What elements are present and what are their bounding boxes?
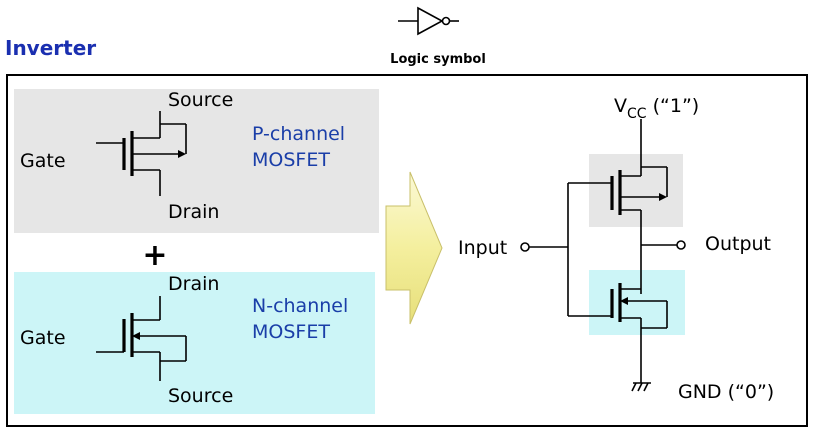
main-frame xyxy=(6,74,808,427)
right-arrow-icon xyxy=(385,171,443,325)
input-label: Input xyxy=(458,237,507,259)
nmos-drain-label: Drain xyxy=(168,273,219,295)
logic-symbol-not-gate xyxy=(398,6,459,36)
nmos-type-line1: N-channel xyxy=(252,295,348,317)
nmos-source-label: Source xyxy=(168,385,233,407)
nmos-symbol xyxy=(96,296,187,381)
plus-sign: + xyxy=(142,238,167,273)
nmos-gate-label: Gate xyxy=(20,327,66,349)
circuit-pmos-highlight xyxy=(589,154,683,227)
pmos-symbol xyxy=(96,111,187,196)
pmos-gate-label: Gate xyxy=(20,150,66,172)
pmos-panel xyxy=(14,89,379,233)
page-title: Inverter xyxy=(5,36,96,60)
pmos-drain-label: Drain xyxy=(168,201,219,223)
pmos-type-line1: P-channel xyxy=(252,123,345,145)
nmos-type-line2: MOSFET xyxy=(252,321,330,343)
gnd-label: GND (“0”) xyxy=(678,381,774,403)
vcc-label: VCC (“1”) xyxy=(614,95,699,122)
nmos-panel xyxy=(14,272,375,414)
logic-symbol-label: Logic symbol xyxy=(390,52,486,67)
inverter-circuit xyxy=(520,119,686,392)
pmos-type-line2: MOSFET xyxy=(252,149,330,171)
pmos-source-label: Source xyxy=(168,89,233,111)
output-label: Output xyxy=(705,233,771,255)
circuit-nmos-highlight xyxy=(589,270,685,335)
